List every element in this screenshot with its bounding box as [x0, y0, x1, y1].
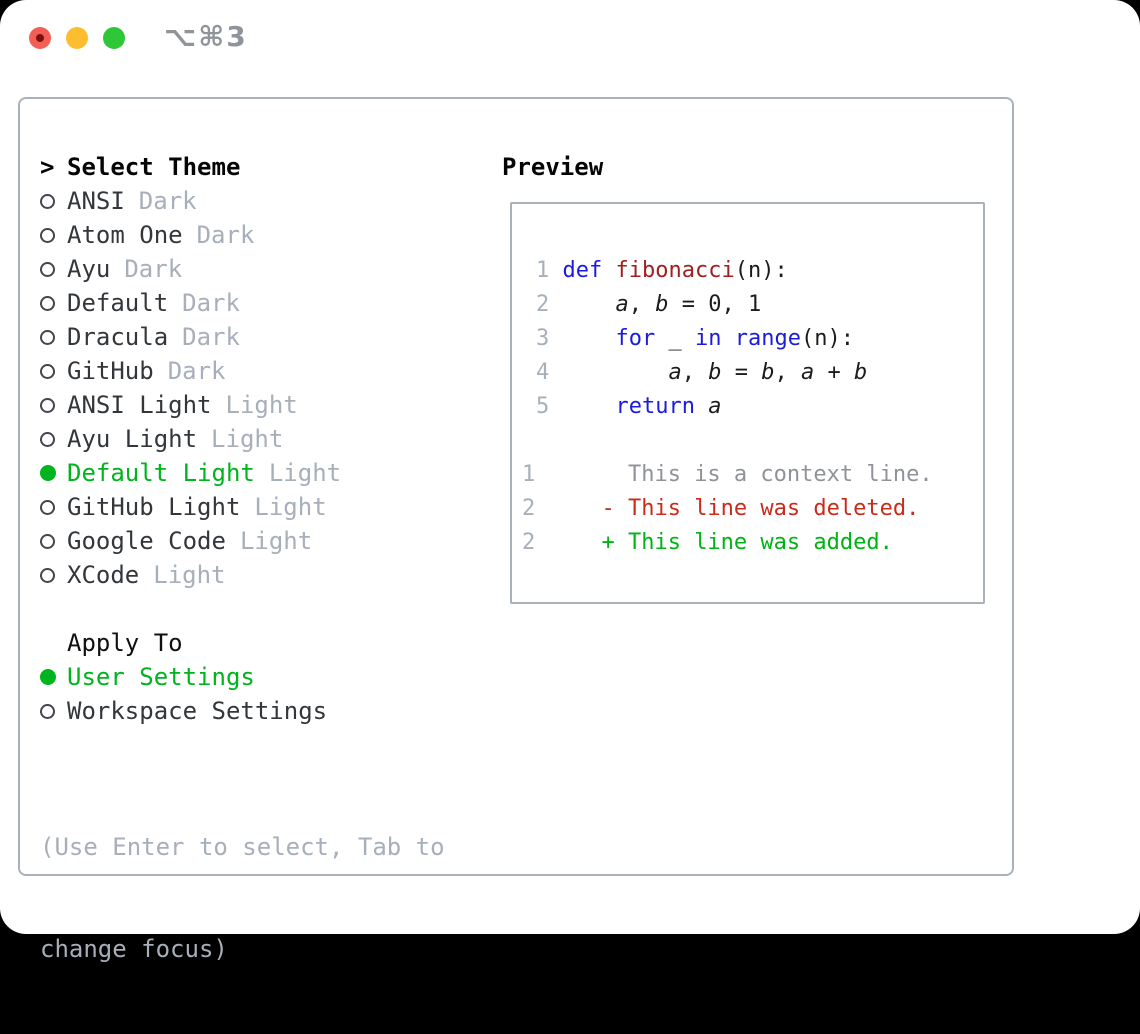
- close-button[interactable]: [29, 27, 51, 49]
- apply-to-header: Apply To: [40, 626, 480, 660]
- spacer: [40, 592, 480, 626]
- theme-item-github-light[interactable]: GitHub Light Light: [40, 490, 480, 524]
- diff-text: + This line was added.: [535, 530, 893, 555]
- code-preview: 1 def fibonacci(n): 2 a, b = 0, 1 3 for _ …: [522, 254, 983, 424]
- theme-name: ANSI Light: [67, 391, 212, 419]
- theme-variant: Light: [225, 391, 298, 419]
- apply-option-label: User Settings: [67, 663, 255, 691]
- theme-variant: Light: [239, 527, 313, 555]
- theme-item-default-light[interactable]: Default Light Light: [40, 456, 480, 490]
- spacer: [522, 424, 983, 458]
- theme-item-google-code[interactable]: Google Code Light: [40, 524, 480, 558]
- help-text: (Use Enter to select, Tab to change focu…: [40, 762, 480, 1034]
- theme-variant: Light: [268, 459, 342, 487]
- select-theme-header: > Select Theme: [40, 150, 480, 184]
- diff-text: This is a context line.: [535, 462, 933, 487]
- theme-variant: Dark: [182, 289, 240, 317]
- theme-variant: Light: [254, 493, 327, 521]
- radio-icon: [40, 422, 67, 456]
- line-number: 4: [536, 360, 550, 385]
- diff-line-deleted: 2 - This line was deleted.: [522, 492, 983, 526]
- theme-variant: Dark: [167, 357, 226, 385]
- theme-variant: Dark: [124, 255, 183, 283]
- theme-name: Dracula: [67, 323, 169, 351]
- theme-name: Ayu Light: [67, 425, 198, 453]
- radio-icon: [40, 252, 67, 286]
- titlebar: ⌥⌘3: [0, 0, 1140, 76]
- theme-variant: Light: [153, 561, 226, 589]
- line-number: 2: [522, 530, 536, 555]
- line-number: 2: [536, 292, 550, 317]
- theme-item-default[interactable]: Default Dark: [40, 286, 480, 320]
- line-number: 1: [536, 258, 550, 283]
- radio-selected-icon: [40, 456, 67, 490]
- radio-icon: [40, 388, 67, 422]
- theme-item-ansi-light[interactable]: ANSI Light Light: [40, 388, 480, 422]
- prompt-icon: >: [40, 153, 55, 181]
- theme-name: Google Code: [67, 527, 226, 555]
- preview-box: 1 def fibonacci(n): 2 a, b = 0, 1 3 for _ …: [510, 202, 985, 604]
- diff-line-added: 2 + This line was added.: [522, 526, 983, 560]
- select-theme-title: Select Theme: [67, 153, 241, 181]
- minimize-button[interactable]: [66, 27, 88, 49]
- apply-to-title: Apply To: [67, 629, 183, 657]
- theme-item-github[interactable]: GitHub Dark: [40, 354, 480, 388]
- code-line: 4 a, b = b, a + b: [536, 360, 868, 385]
- theme-item-atom-one[interactable]: Atom One Dark: [40, 218, 480, 252]
- theme-name: GitHub Light: [67, 493, 241, 521]
- radio-selected-icon: [40, 660, 67, 694]
- help-line-1: (Use Enter to select, Tab to: [40, 833, 445, 861]
- marker-empty: [40, 626, 67, 660]
- radio-icon: [40, 184, 67, 218]
- radio-icon: [40, 524, 67, 558]
- radio-icon: [40, 490, 67, 524]
- window-shortcut-label: ⌥⌘3: [164, 20, 248, 53]
- theme-item-ansi[interactable]: ANSI Dark: [40, 184, 480, 218]
- preview-content: 1 def fibonacci(n): 2 a, b = 0, 1 3 for _ …: [512, 204, 983, 560]
- line-number: 1: [522, 462, 536, 487]
- theme-variant: Light: [211, 425, 284, 453]
- theme-item-xcode[interactable]: XCode Light: [40, 558, 480, 592]
- theme-name: Default: [67, 289, 169, 317]
- radio-icon: [40, 218, 67, 252]
- theme-variant: Dark: [196, 221, 255, 249]
- radio-icon: [40, 320, 67, 354]
- code-line: 2 a, b = 0, 1: [536, 292, 762, 317]
- diff-line-context: 1 This is a context line.: [522, 458, 983, 492]
- radio-icon: [40, 558, 67, 592]
- code-line: 5 return a: [536, 394, 722, 419]
- radio-icon: [40, 694, 67, 728]
- theme-name: GitHub: [67, 357, 154, 385]
- radio-icon: [40, 354, 67, 388]
- theme-item-dracula[interactable]: Dracula Dark: [40, 320, 480, 354]
- line-number: 3: [536, 326, 550, 351]
- theme-variant: Dark: [182, 323, 240, 351]
- theme-name: ANSI: [67, 187, 125, 215]
- theme-name: Atom One: [67, 221, 183, 249]
- code-line: 1 def fibonacci(n):: [536, 258, 788, 283]
- zoom-button[interactable]: [103, 27, 125, 49]
- apply-option-workspace-settings[interactable]: Workspace Settings: [40, 694, 480, 728]
- help-line-2: change focus): [40, 935, 228, 963]
- theme-name: Default Light: [67, 459, 255, 487]
- theme-name: XCode: [67, 561, 140, 589]
- line-number: 5: [536, 394, 550, 419]
- theme-name: Ayu: [67, 255, 111, 283]
- theme-item-ayu-light[interactable]: Ayu Light Light: [40, 422, 480, 456]
- theme-item-ayu[interactable]: Ayu Dark: [40, 252, 480, 286]
- apply-option-user-settings[interactable]: User Settings: [40, 660, 480, 694]
- diff-text: - This line was deleted.: [535, 496, 920, 521]
- apply-option-label: Workspace Settings: [67, 697, 328, 725]
- theme-variant: Dark: [138, 187, 197, 215]
- radio-icon: [40, 286, 67, 320]
- preview-title: Preview: [502, 153, 604, 181]
- line-number: 2: [522, 496, 536, 521]
- diff-preview: 1 This is a context line.2 - This line w…: [522, 458, 983, 560]
- code-line: 3 for _ in range(n):: [536, 326, 854, 351]
